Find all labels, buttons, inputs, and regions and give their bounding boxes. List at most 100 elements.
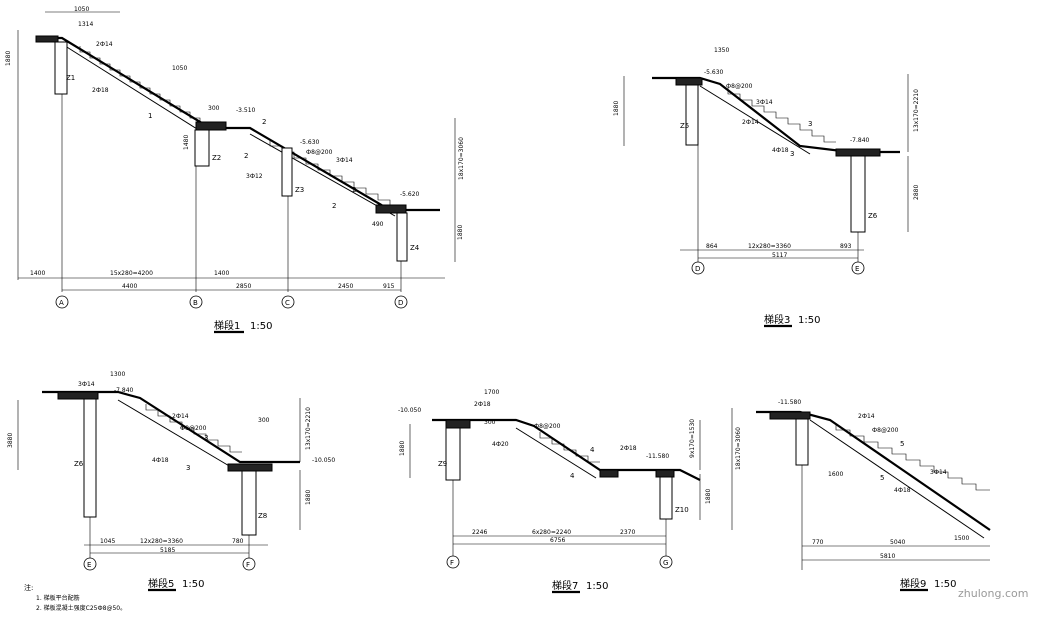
- level-mark: -5.620: [400, 191, 420, 198]
- dimension: 1300: [110, 371, 125, 378]
- rebar-note: Ф8@200: [534, 423, 561, 430]
- flight-mark: 3: [790, 150, 794, 158]
- column-label: Z9: [438, 460, 447, 468]
- column-label: Z1: [66, 74, 75, 82]
- column-z9: [445, 427, 461, 481]
- rebar-note: 2Ф14: [96, 41, 113, 48]
- dimension: 2370: [620, 529, 635, 536]
- dimension: 6x280=2240: [532, 529, 571, 536]
- dimension: 5117: [772, 252, 787, 259]
- dimension: 13x170=2210: [913, 89, 920, 132]
- column-z5: [685, 84, 699, 146]
- rebar-note: 3Ф14: [930, 469, 947, 476]
- note-item: 2. 梯板混凝土强度C25Ф8@50。: [36, 604, 126, 612]
- column-label: Z2: [212, 154, 221, 162]
- dimension: 1600: [828, 471, 843, 478]
- dimension: 1045: [100, 538, 115, 545]
- column-label: Z4: [410, 244, 420, 252]
- dimension: 1314: [78, 21, 93, 28]
- column-z-left: [795, 418, 809, 466]
- dimension: 13x170=2210: [305, 407, 312, 450]
- dimension: 1500: [954, 535, 969, 542]
- rebar-note: 300: [258, 417, 270, 424]
- dimension: 12x280=3360: [140, 538, 183, 545]
- view-scale: 1:50: [586, 581, 608, 592]
- level-mark: -11.580: [646, 453, 669, 460]
- flight-mark: 4: [590, 446, 595, 454]
- axis-label: D: [695, 265, 700, 273]
- column-z6: [83, 398, 97, 518]
- dimension: 1880: [5, 51, 12, 66]
- axis-label: A: [59, 299, 64, 307]
- axis-label: E: [855, 265, 859, 273]
- dimension: 2850: [236, 283, 251, 290]
- rebar-note: 490: [372, 221, 384, 228]
- flight-mark: 2: [352, 186, 356, 194]
- dimension: 4400: [122, 283, 137, 290]
- dimension: 1050: [74, 6, 89, 13]
- stair-view-7: F G Z9 Z10 2246 6x280=2240 2370 6756 170…: [398, 389, 712, 594]
- flight-mark: 3: [808, 120, 812, 128]
- column-label: Z8: [258, 512, 267, 520]
- dimension: 2450: [338, 283, 353, 290]
- rebar-note: 300: [208, 105, 220, 112]
- level-mark: -7.840: [114, 387, 134, 394]
- rebar-note: 2Ф18: [474, 401, 491, 408]
- flight-mark: 5: [900, 440, 904, 448]
- dimension: 1700: [484, 389, 499, 396]
- dimension: 1880: [399, 441, 406, 456]
- dimension: 780: [232, 538, 244, 545]
- dimension: 864: [706, 243, 718, 250]
- dimension: 1880: [705, 489, 712, 504]
- rebar-note: 3Ф12: [246, 173, 263, 180]
- column-z4: [396, 212, 408, 262]
- dimension: 18x170=3060: [735, 427, 742, 470]
- column-label: Z5: [680, 122, 689, 130]
- rebar-note: 300: [484, 419, 496, 426]
- level-mark: -5.630: [704, 69, 724, 76]
- dimension: 18x170=3060: [458, 137, 465, 180]
- dimension: 1880: [305, 490, 312, 505]
- axis-label: F: [246, 561, 250, 569]
- column-label: Z6: [74, 460, 84, 468]
- column-z6: [850, 155, 866, 233]
- dimension: 1050: [172, 65, 187, 72]
- rebar-note: 4Ф20: [492, 441, 509, 448]
- view-scale: 1:50: [798, 315, 820, 326]
- flight-mark: 2: [262, 118, 266, 126]
- dimension: 5185: [160, 547, 175, 554]
- dimension: 6756: [550, 537, 565, 544]
- rebar-note: 4Ф18: [152, 457, 169, 464]
- view-title: 梯段1: [214, 319, 240, 332]
- axis-label: B: [193, 299, 198, 307]
- view-title: 梯段9: [900, 577, 926, 590]
- level-mark: -3.510: [236, 107, 256, 114]
- column-z1: [54, 41, 68, 95]
- rebar-note: 4Ф18: [894, 487, 911, 494]
- view-title: 梯段3: [764, 313, 790, 326]
- dimension: 1880: [613, 101, 620, 116]
- column-label: Z3: [295, 186, 304, 194]
- rebar-note: 2Ф14: [172, 413, 189, 420]
- dimension: 2246: [472, 529, 487, 536]
- view-scale: 1:50: [182, 579, 204, 590]
- level-mark: -5.630: [300, 139, 320, 146]
- level-mark: -11.580: [778, 399, 801, 406]
- axis-label: E: [87, 561, 91, 569]
- dimension: 1880: [457, 225, 464, 240]
- stair-view-1: A B C D Z1 Z2 Z3 Z4 1400 15x280=4200 140…: [5, 6, 465, 334]
- axis-label: G: [663, 559, 668, 567]
- dimension: 1400: [30, 270, 45, 277]
- dimension: 1400: [214, 270, 229, 277]
- level-mark: -7.840: [850, 137, 870, 144]
- view-title: 梯段7: [552, 579, 578, 592]
- watermark: zhulong.com: [958, 587, 1028, 600]
- dimension: 12x280=3360: [748, 243, 791, 250]
- rebar-note: Ф8@200: [180, 425, 207, 432]
- dimension: 2880: [913, 185, 920, 200]
- dimension: 1350: [714, 47, 729, 54]
- column-label: Z10: [675, 506, 689, 514]
- watermark-text: zhulong.com: [958, 587, 1028, 600]
- column-z2: [194, 129, 210, 167]
- stair-view-5: E F Z6 Z8 1045 12x280=3360 780 5185 1300…: [7, 371, 335, 592]
